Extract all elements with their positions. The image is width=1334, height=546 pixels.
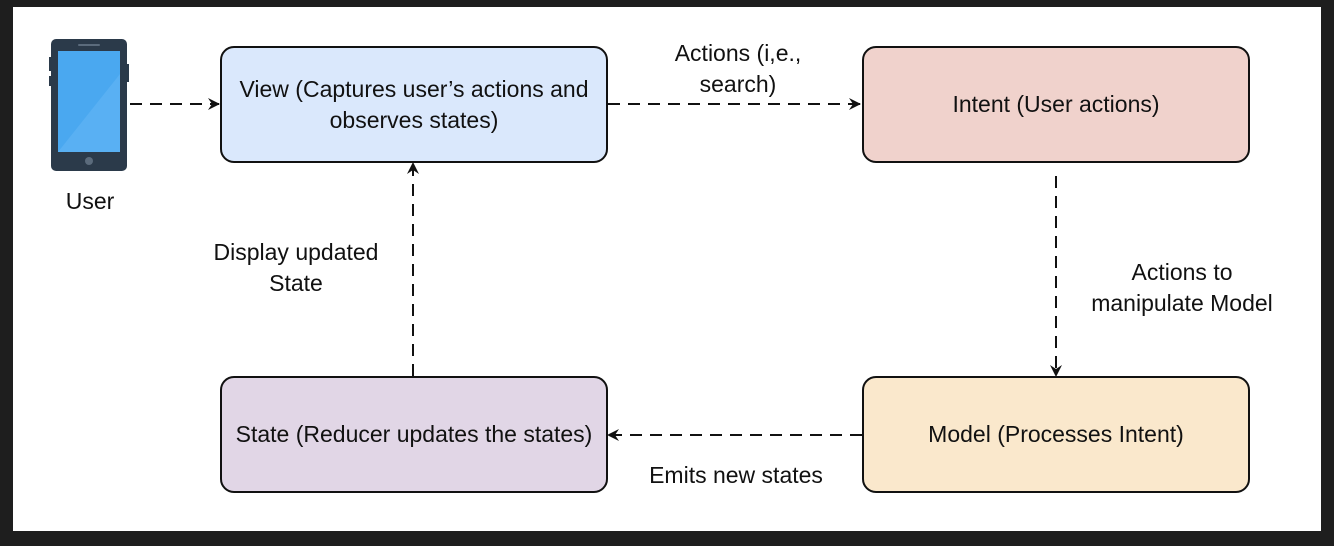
edge-label-state-to-view: Display updated State — [213, 239, 379, 296]
model-node: Model (Processes Intent) — [862, 376, 1250, 493]
edge-label-model-to-state: Emits new states — [649, 462, 823, 488]
intent-node: Intent (User actions) — [862, 46, 1250, 163]
state-node: State (Reducer updates the states) — [220, 376, 608, 493]
view-node: View (Captures user’s actions and observ… — [220, 46, 608, 163]
edge-label-intent-to-model: Actions to manipulate Model — [1091, 259, 1273, 316]
user-label: User — [65, 188, 115, 214]
edge-label-view-to-intent: Actions (i,e., search) — [674, 40, 802, 97]
